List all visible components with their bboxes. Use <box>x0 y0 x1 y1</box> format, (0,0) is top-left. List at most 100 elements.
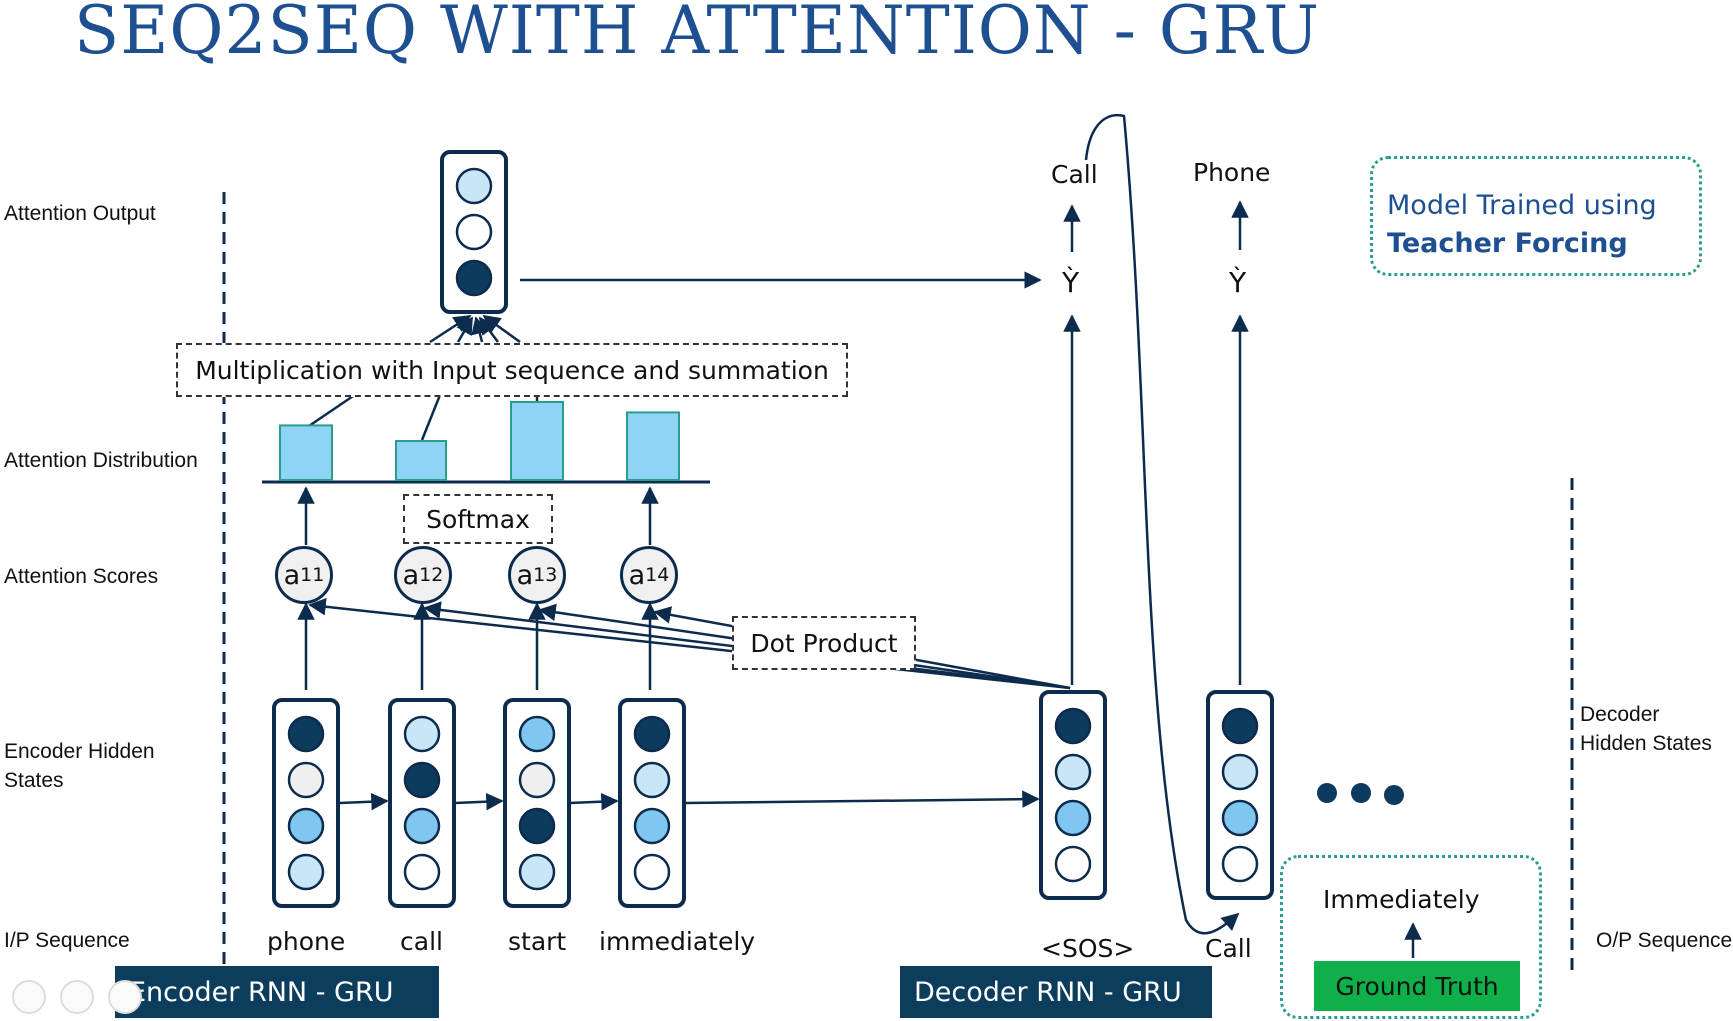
page-title: SEQ2SEQ WITH ATTENTION - GRU <box>74 0 1320 69</box>
teacher-note-line1: Model Trained using <box>1387 190 1657 221</box>
score-sub: 11 <box>300 564 325 586</box>
label-attention-output: Attention Output <box>4 202 156 225</box>
decoder-state-1 <box>1039 690 1107 900</box>
feedback-curve <box>1084 113 1240 935</box>
enc-link-2 <box>454 792 504 811</box>
y-hat-1: Ỳ <box>1062 266 1080 299</box>
label-ip-sequence: I/P Sequence <box>4 929 130 952</box>
score-base: a <box>628 559 646 591</box>
zoom-icon[interactable] <box>12 980 46 1014</box>
softmax-box: Softmax <box>403 494 553 544</box>
encoder-state-3-unit-3 <box>518 807 556 845</box>
mult-to-output-2 <box>456 316 474 343</box>
decoder-state-2 <box>1206 690 1274 900</box>
input-word-immediately: immediately <box>599 927 756 956</box>
mult-to-output-1 <box>429 314 472 344</box>
options-icon[interactable] <box>108 980 142 1014</box>
y-hat-2: Ỳ <box>1229 266 1247 299</box>
multiplication-box: Multiplication with Input sequence and s… <box>176 343 848 397</box>
attention-bar-1 <box>279 424 333 481</box>
enc-to-dec-link <box>684 790 1040 808</box>
label-encoder-hidden-1: Encoder Hidden <box>4 740 155 763</box>
enc-link-1 <box>339 792 389 811</box>
encoder-rnn-label: Encoder RNN - GRU <box>115 966 439 1018</box>
attention-bars <box>279 401 680 481</box>
encoder-state-1-unit-3 <box>287 807 325 845</box>
label-op-sequence: O/P Sequence <box>1596 929 1733 952</box>
score-base: a <box>283 559 301 591</box>
mult-to-output-3 <box>471 316 489 343</box>
attention-output-state-unit-1 <box>455 167 493 205</box>
input-word-start: start <box>508 927 567 956</box>
decoder-state-1-unit-2 <box>1054 753 1092 791</box>
decoder-state-1-unit-1 <box>1054 707 1092 745</box>
encoder-state-1-unit-2 <box>287 761 325 799</box>
label-attention-scores: Attention Scores <box>4 565 159 588</box>
encoder-state-4-unit-3 <box>633 807 671 845</box>
teacher-forcing-note: Model Trained using Teacher Forcing <box>1370 156 1702 276</box>
decoder-state-2-unit-1 <box>1221 707 1259 745</box>
captions-icon[interactable] <box>60 980 94 1014</box>
label-decoder-hidden-2: Hidden States <box>1580 732 1712 755</box>
decoder-output-call: Call <box>1051 160 1098 189</box>
teacher-note-line2: Teacher Forcing <box>1387 225 1685 263</box>
ellipsis-dot-2 <box>1351 783 1371 803</box>
encoder-state-4-unit-2 <box>633 761 671 799</box>
encoder-state-2 <box>388 698 456 908</box>
ellipsis-dot-1 <box>1317 783 1337 803</box>
attention-bar-4 <box>626 411 680 481</box>
attention-output-state-unit-3 <box>455 259 493 297</box>
decoder-state-1-unit-4 <box>1054 845 1092 883</box>
encoder-state-2-unit-1 <box>403 715 441 753</box>
mult-to-output-4 <box>478 316 499 343</box>
encoder-state-4-unit-1 <box>633 715 671 753</box>
decoder-state-2-unit-2 <box>1221 753 1259 791</box>
enc-link-3 <box>569 792 619 811</box>
encoder-state-3-unit-2 <box>518 761 556 799</box>
decoder-rnn-label: Decoder RNN - GRU <box>900 966 1212 1018</box>
score-sub: 13 <box>533 564 558 586</box>
encoder-state-3 <box>503 698 571 908</box>
encoder-state-1 <box>272 698 340 908</box>
encoder-state-4-unit-4 <box>633 853 671 891</box>
encoder-state-1-unit-1 <box>287 715 325 753</box>
decoder-state-2-unit-4 <box>1221 845 1259 883</box>
score-base: a <box>516 559 534 591</box>
score-base: a <box>402 559 420 591</box>
encoder-state-2-unit-2 <box>403 761 441 799</box>
label-decoder-hidden-1: Decoder <box>1580 703 1660 726</box>
score-sub: 14 <box>645 564 670 586</box>
dot-line-1 <box>308 598 1071 690</box>
ellipsis-dot-3 <box>1384 785 1404 805</box>
decoder-input-sos: <SOS> <box>1041 934 1135 963</box>
attention-bar-2 <box>395 440 447 481</box>
decoder-input-call: Call <box>1205 934 1252 963</box>
bar-to-mult-2 <box>420 389 444 441</box>
attention-bar-3 <box>510 401 564 481</box>
ground-truth-label: Ground Truth <box>1314 961 1520 1011</box>
input-word-call: call <box>400 927 443 956</box>
label-encoder-hidden-2: States <box>4 769 64 792</box>
decoder-state-2-unit-3 <box>1221 799 1259 837</box>
next-word-immediately: Immediately <box>1323 885 1480 914</box>
teacher-note-bold: Teacher Forcing <box>1387 228 1628 259</box>
encoder-state-2-unit-3 <box>403 807 441 845</box>
encoder-state-2-unit-4 <box>403 853 441 891</box>
attention-output-state-unit-2 <box>455 213 493 251</box>
hidden-state-cells <box>272 150 1274 908</box>
dot-product-box: Dot Product <box>732 616 916 670</box>
score-sub: 12 <box>419 564 444 586</box>
mult-to-output-5 <box>482 314 521 344</box>
label-attention-distribution: Attention Distribution <box>4 449 198 472</box>
encoder-state-4 <box>618 698 686 908</box>
encoder-state-3-unit-4 <box>518 853 556 891</box>
decoder-state-1-unit-3 <box>1054 799 1092 837</box>
encoder-state-3-unit-1 <box>518 715 556 753</box>
decoder-output-phone: Phone <box>1193 158 1271 187</box>
